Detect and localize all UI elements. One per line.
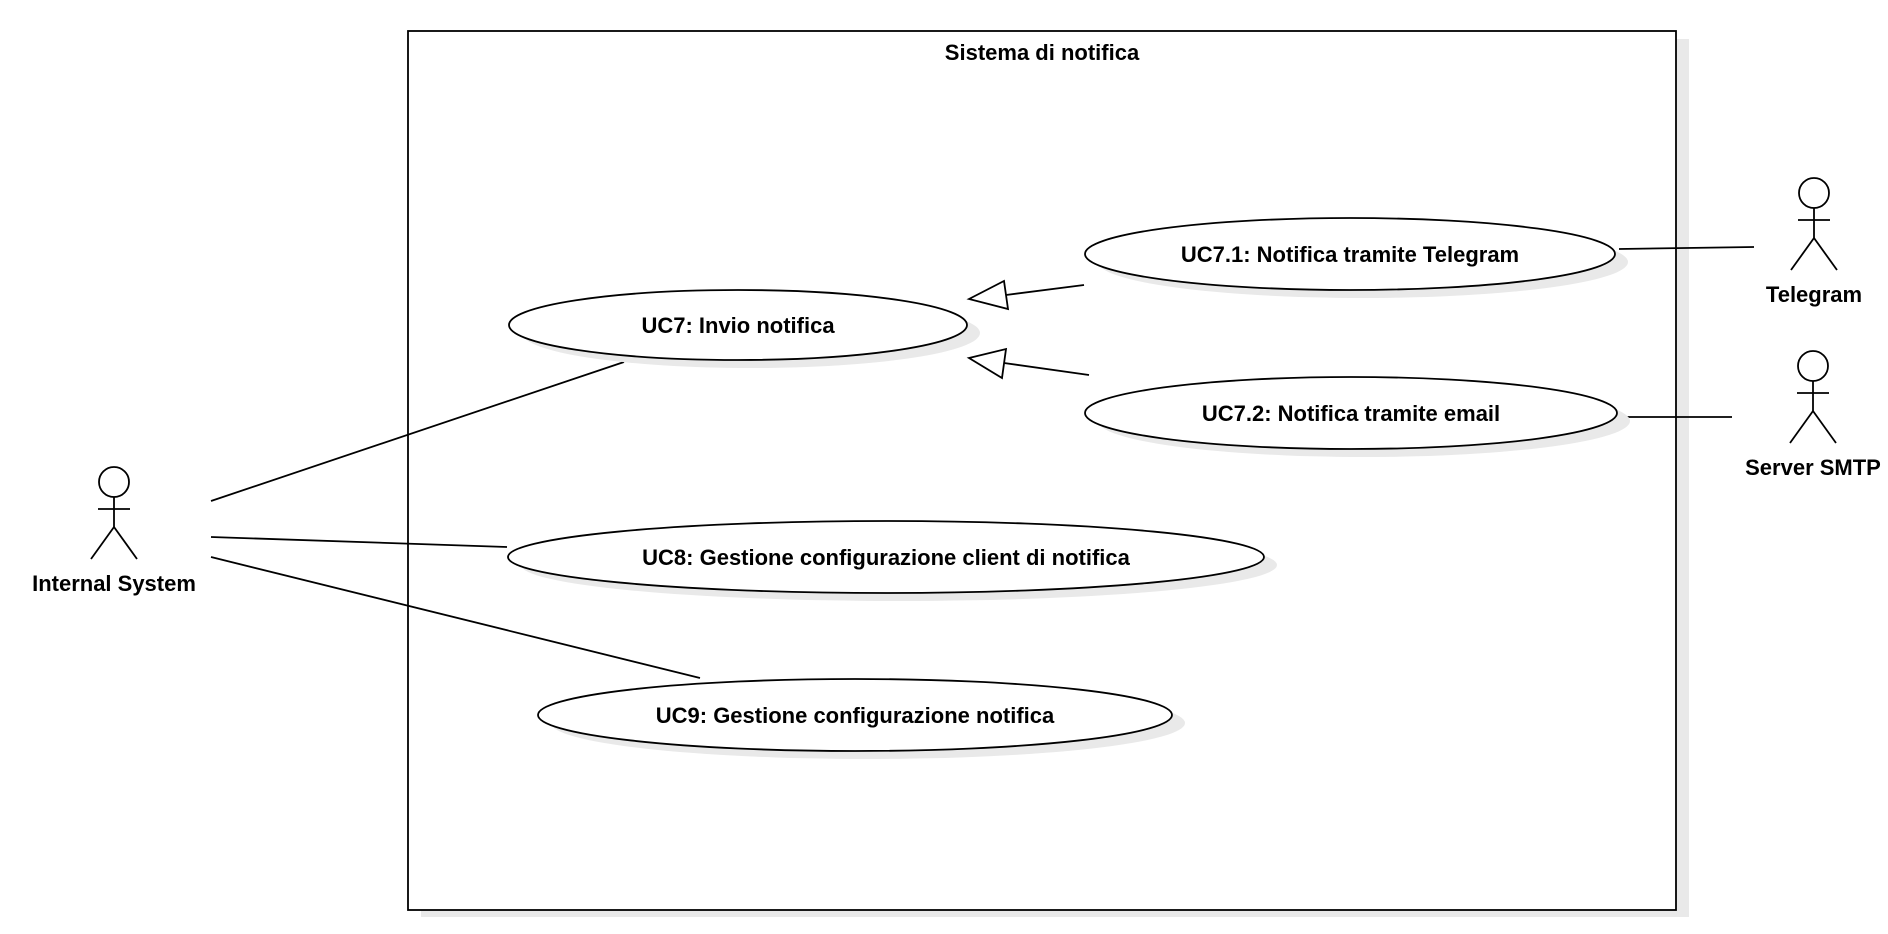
actor-telegram-label: Telegram <box>1766 282 1862 307</box>
stick-figure-icon <box>1789 350 1837 444</box>
association-uc7-1-telegram <box>1618 246 1755 250</box>
generalization-uc7-2-to-uc7 <box>966 347 1090 380</box>
use-case-uc8[interactable]: UC8: Gestione configurazione client di n… <box>507 520 1277 601</box>
use-case-uc9[interactable]: UC9: Gestione configurazione notifica <box>537 678 1185 759</box>
actor-internal-system-label: Internal System <box>32 571 196 596</box>
actor-server-smtp-label: Server SMTP <box>1745 455 1881 480</box>
generalization-uc7-1-to-uc7 <box>966 279 1085 311</box>
stick-figure-icon <box>90 466 138 560</box>
use-case-uc9-label: UC9: Gestione configurazione notifica <box>656 703 1055 728</box>
use-case-uc7-1-label: UC7.1: Notifica tramite Telegram <box>1181 242 1519 267</box>
stick-figure-icon <box>1790 177 1838 271</box>
system-title: Sistema di notifica <box>945 40 1140 65</box>
use-case-uc7-2[interactable]: UC7.2: Notifica tramite email <box>1084 376 1630 457</box>
use-case-uc7[interactable]: UC7: Invio notifica <box>508 289 980 368</box>
use-case-uc8-label: UC8: Gestione configurazione client di n… <box>642 545 1130 570</box>
actor-server-smtp[interactable]: Server SMTP <box>1745 350 1881 480</box>
use-case-uc7-label: UC7: Invio notifica <box>641 313 835 338</box>
system-boundary: Sistema di notifica <box>407 30 1689 917</box>
association-internal-system-uc8 <box>210 536 508 548</box>
actor-telegram[interactable]: Telegram <box>1766 177 1862 307</box>
actor-internal-system[interactable]: Internal System <box>32 466 196 596</box>
association-internal-system-uc9 <box>210 556 701 679</box>
use-case-uc7-1[interactable]: UC7.1: Notifica tramite Telegram <box>1084 217 1628 298</box>
use-case-uc7-2-label: UC7.2: Notifica tramite email <box>1202 401 1500 426</box>
association-internal-system-uc7 <box>210 361 625 502</box>
